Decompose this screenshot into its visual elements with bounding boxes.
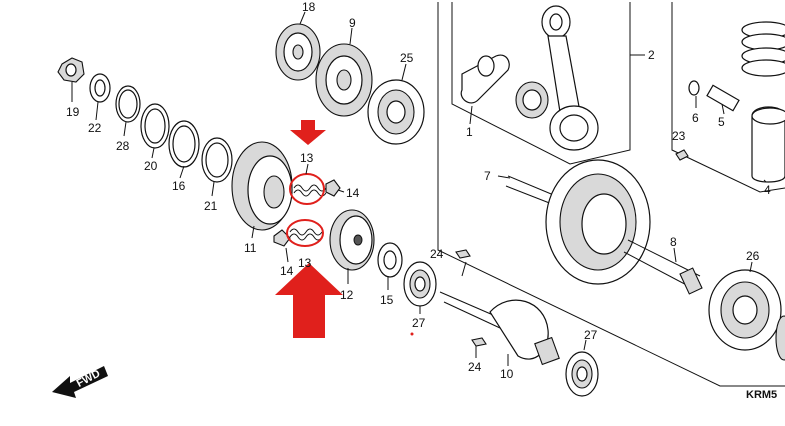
callout-24-upper: 24 — [430, 247, 444, 261]
crank-half-10 — [439, 291, 560, 366]
fwd-arrow — [52, 366, 108, 398]
pin-5 — [706, 84, 740, 112]
callout-28: 28 — [116, 139, 130, 153]
leader-lines — [71, 11, 767, 366]
callout-8: 8 — [670, 235, 677, 249]
nut-19 — [57, 57, 85, 83]
callout-25: 25 — [400, 51, 414, 65]
bearing-26 — [708, 269, 782, 351]
callouts: 18 9 25 19 22 28 20 16 21 11 13 14 13 14… — [66, 0, 771, 381]
gear-11 — [231, 141, 293, 231]
leader-24-upper — [461, 261, 467, 277]
seal-partial — [775, 315, 785, 361]
callout-26: 26 — [746, 249, 760, 263]
needle-bearing — [515, 81, 549, 119]
red-arrow-down — [290, 120, 326, 145]
red-arrow-up — [275, 263, 343, 338]
washer-22 — [89, 73, 111, 103]
spring-13-upper — [293, 184, 327, 197]
callout-13-upper: 13 — [300, 151, 314, 165]
piston-pin-1 — [460, 54, 510, 104]
callout-24-lower: 24 — [468, 360, 482, 374]
callout-2: 2 — [648, 48, 655, 62]
callout-9: 9 — [349, 16, 356, 30]
hub-12 — [329, 209, 375, 271]
callout-14-lower: 14 — [280, 264, 294, 278]
washer-20 — [140, 103, 170, 149]
key-24-lower — [471, 337, 487, 347]
tab-14-lower — [273, 229, 291, 247]
callout-1: 1 — [466, 125, 473, 139]
callout-18: 18 — [302, 0, 316, 14]
callout-21: 21 — [204, 199, 218, 213]
callout-22: 22 — [88, 121, 102, 135]
callout-23: 23 — [672, 129, 686, 143]
key-23 — [675, 149, 689, 161]
callout-19: 19 — [66, 105, 80, 119]
washer-15 — [377, 242, 403, 278]
highlight-ring-lower — [286, 219, 324, 247]
callout-5: 5 — [718, 115, 725, 129]
callout-27-lower: 27 — [584, 328, 598, 342]
bearing-27-lower — [565, 351, 599, 397]
red-dot — [410, 332, 414, 336]
tab-14-upper — [325, 179, 341, 197]
callout-12: 12 — [340, 288, 354, 302]
callout-6: 6 — [692, 111, 699, 125]
piston-frame — [671, 2, 785, 193]
highlight-ring-upper — [289, 173, 325, 205]
spring-13-lower — [289, 228, 323, 241]
crankshaft-assembly — [505, 159, 703, 295]
gear-9 — [315, 43, 373, 117]
connecting-rod — [541, 5, 599, 151]
outer-frame — [437, 2, 785, 387]
circlip-28 — [115, 85, 141, 123]
callout-16: 16 — [172, 179, 186, 193]
callout-15: 15 — [380, 293, 394, 307]
connecting-rod-frame — [451, 2, 631, 165]
callout-4: 4 — [764, 183, 771, 197]
callout-11: 11 — [244, 241, 257, 255]
gear-18 — [275, 23, 321, 81]
piston-4 — [751, 106, 785, 183]
callout-10: 10 — [500, 367, 514, 381]
callout-27-upper: 27 — [412, 316, 426, 330]
callout-14-upper: 14 — [346, 186, 360, 200]
washer-16 — [168, 120, 200, 168]
washer-21 — [201, 137, 233, 183]
clip-6 — [688, 80, 700, 96]
key-24-upper — [455, 249, 471, 259]
callout-20: 20 — [144, 159, 158, 173]
callout-7: 7 — [484, 169, 491, 183]
bearing-25 — [367, 79, 425, 145]
diagram-code: KRM5 — [746, 389, 777, 401]
bearing-27-upper — [403, 261, 437, 307]
piston-rings — [741, 21, 785, 77]
callout-13-lower: 13 — [298, 256, 312, 270]
fwd-label: FWD — [75, 368, 103, 390]
